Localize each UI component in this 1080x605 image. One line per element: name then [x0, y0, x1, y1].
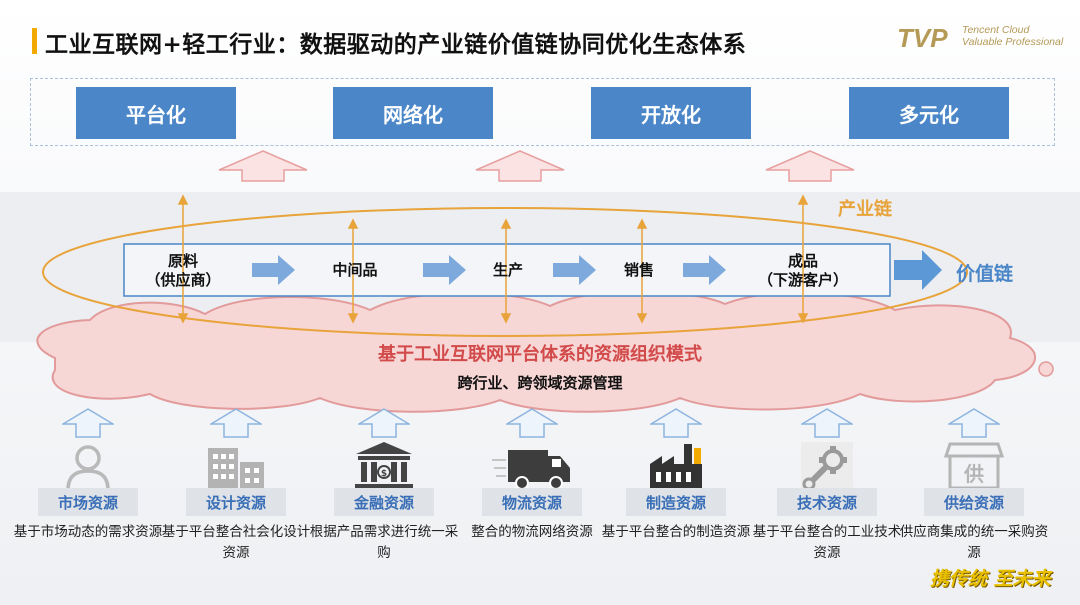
- orange-arrows: [177, 194, 809, 324]
- chain-stage-raw: 原料 （供应商）: [133, 252, 233, 290]
- top-box-network: 网络化: [333, 87, 493, 139]
- bank-icon: $: [355, 442, 413, 489]
- up-arrow-icon: [801, 408, 853, 438]
- cloud-shape: [36, 290, 1054, 413]
- value-chain-label: 价值链: [956, 263, 1014, 285]
- resource-label: 技术资源: [777, 488, 877, 516]
- truck-icon: [492, 450, 570, 490]
- up-arrow-icon: [358, 408, 410, 438]
- chain-stage-production: 生产: [492, 261, 523, 279]
- resource-description: 整合的物流网络资源: [471, 524, 593, 540]
- top-box-open: 开放化: [591, 87, 751, 139]
- cloud-subtitle: 跨行业、跨领域资源管理: [457, 374, 623, 392]
- industry-chain-ellipse: [42, 207, 968, 337]
- cloud-title: 基于工业互联网平台体系的资源组织模式: [378, 344, 702, 365]
- top-box-diverse: 多元化: [849, 87, 1009, 139]
- up-arrow-icon: [948, 408, 1000, 438]
- svg-text:$: $: [381, 469, 387, 479]
- title-accent-bar: [32, 28, 37, 54]
- chain-stage-product: 成品 （下游客户）: [743, 252, 863, 290]
- top-box-platform: 平台化: [76, 87, 236, 139]
- resource-label: 市场资源: [38, 488, 138, 516]
- resource-description: 基于平台整合社会化设计资源: [161, 524, 311, 561]
- shop-icon-text: 供: [963, 462, 984, 486]
- flow-arrows: [252, 250, 942, 290]
- up-arrow-icon: [62, 408, 114, 438]
- logo-text: Tencent Cloud Valuable Professional: [962, 24, 1063, 48]
- resource-description: 根据产品需求进行统一采购: [309, 524, 459, 561]
- value-chain-box: [123, 243, 891, 297]
- shop-icon: 供: [943, 442, 1005, 490]
- chain-stage-line1: 原料: [167, 252, 198, 270]
- chain-stage-intermediate: 中间品: [332, 261, 378, 279]
- up-arrow-icon: [765, 150, 855, 182]
- resource-label: 金融资源: [334, 488, 434, 516]
- buildings-icon: [208, 448, 264, 490]
- up-arrow-icon: [650, 408, 702, 438]
- industry-chain-label: 产业链: [838, 199, 892, 220]
- chain-diagram: [0, 192, 1080, 413]
- up-arrow-icon: [218, 150, 308, 182]
- logo-mark-text: TVP: [897, 23, 948, 52]
- wrench-gear-icon: [801, 442, 853, 491]
- chain-stage-line2: （供应商）: [145, 271, 221, 289]
- logo-line-2: Valuable Professional: [962, 36, 1064, 48]
- top-dashed-frame: [30, 78, 1055, 146]
- resource-label: 设计资源: [186, 488, 286, 516]
- factory-icon: [650, 444, 702, 488]
- resource-label: 物流资源: [482, 488, 582, 516]
- chain-stage-line1: 成品: [787, 252, 818, 270]
- resource-description: 基于平台整合的制造资源: [601, 524, 751, 540]
- slide-title: 工业互联网+轻工行业：数据驱动的产业链价值链协同优化生态体系: [45, 32, 747, 58]
- logo-line-1: Tencent Cloud: [962, 24, 1030, 36]
- person-icon: [66, 445, 110, 492]
- resource-description: 供应商集成的统一采购资源: [899, 524, 1049, 561]
- resource-description: 基于平台整合的工业技术资源: [752, 524, 902, 561]
- tvp-logo-icon: TVP: [897, 23, 948, 52]
- resource-label: 供给资源: [924, 488, 1024, 516]
- resource-description: 基于市场动态的需求资源: [13, 524, 163, 540]
- chain-stage-line2: （下游客户）: [757, 271, 848, 289]
- brand-slogan: 携传统 至未来: [930, 568, 1051, 590]
- up-arrow-icon: [210, 408, 262, 438]
- resource-label: 制造资源: [626, 488, 726, 516]
- up-arrow-icon: [475, 150, 565, 182]
- chain-stage-sales: 销售: [623, 261, 654, 279]
- up-arrow-icon: [506, 408, 558, 438]
